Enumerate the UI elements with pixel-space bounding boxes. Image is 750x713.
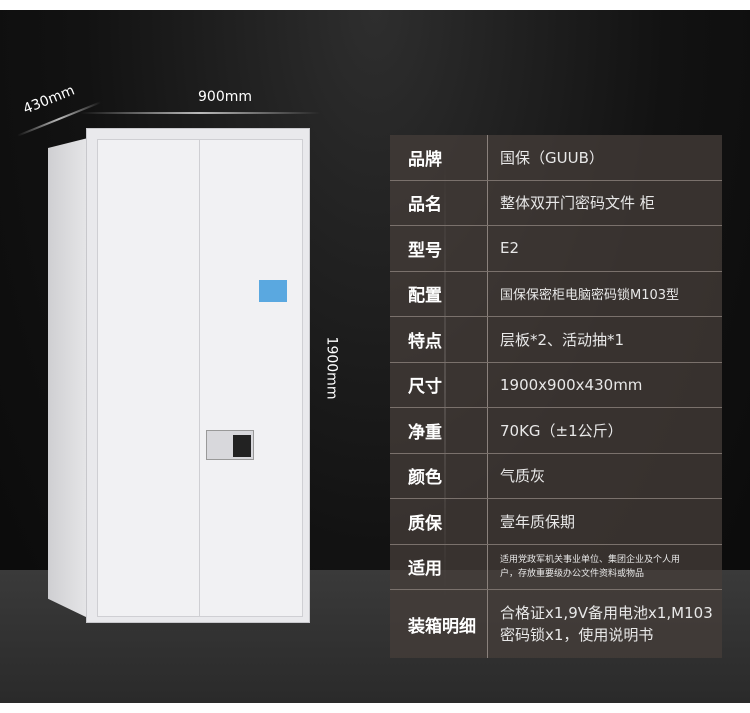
spec-label: 特点 xyxy=(390,317,488,362)
spec-row-name: 品名整体双开门密码文件 柜 xyxy=(390,180,722,226)
spec-label: 配置 xyxy=(390,271,488,316)
width-label: 900mm xyxy=(198,89,252,105)
spec-value: E2 xyxy=(500,239,520,258)
spec-row-features: 特点层板*2、活动抽*1 xyxy=(390,317,722,363)
spec-label: 尺寸 xyxy=(390,362,488,407)
spec-table: 品牌国保（GUUB） 品名整体双开门密码文件 柜 型号 E2 配置国保保密柜电脑密… xyxy=(390,135,722,658)
cabinet-image xyxy=(48,128,310,623)
spec-row-color: 颜色气质灰 xyxy=(390,453,722,499)
spec-value: 气质灰 xyxy=(500,467,546,486)
password-lock xyxy=(206,430,254,460)
spec-row-size: 尺寸 1900x900x430mm xyxy=(390,362,722,408)
spec-row-config: 配置国保保密柜电脑密码锁M103型 xyxy=(390,271,722,317)
spec-label: 适用 xyxy=(390,544,488,589)
spec-label: 品牌 xyxy=(390,135,488,180)
label-sticker xyxy=(259,280,287,302)
spec-value: 壹年质保期 xyxy=(500,512,576,531)
cabinet-front xyxy=(86,128,310,623)
width-line xyxy=(80,112,320,114)
spec-row-warranty: 质保壹年质保期 xyxy=(390,499,722,545)
spec-row-usage: 适用适用党政军机关事业单位、集团企业及个人用户，存放重要级办公文件资料或物品 xyxy=(390,544,722,590)
spec-row-model: 型号 E2 xyxy=(390,226,722,272)
keypad xyxy=(233,435,251,457)
spec-label: 颜色 xyxy=(390,453,488,498)
spec-label: 净重 xyxy=(390,408,488,453)
spec-row-brand: 品牌国保（GUUB） xyxy=(390,135,722,181)
cabinet-side xyxy=(48,138,88,618)
spec-label: 装箱明细 xyxy=(390,590,488,658)
spec-row-package: 装箱明细合格证x1,9V备用电池x1,M103密码锁x1，使用说明书 xyxy=(390,590,722,658)
spec-value: 层板*2、活动抽*1 xyxy=(500,330,625,349)
spec-value: 1900x900x430mm xyxy=(500,375,643,394)
height-label: 1900mm xyxy=(323,336,340,400)
left-door xyxy=(97,139,201,617)
spec-value: 国保保密柜电脑密码锁M103型 xyxy=(500,288,680,304)
right-door xyxy=(199,139,303,617)
spec-label: 质保 xyxy=(390,499,488,544)
spec-value: 适用党政军机关事业单位、集团企业及个人用户，存放重要级办公文件资料或物品 xyxy=(500,554,681,579)
spec-value: 国保（GUUB） xyxy=(500,148,604,167)
spec-label: 品名 xyxy=(390,180,488,225)
spec-value: 整体双开门密码文件 柜 xyxy=(500,194,655,213)
spec-value: 合格证x1,9V备用电池x1,M103密码锁x1，使用说明书 xyxy=(500,604,713,644)
spec-row-weight: 净重 70KG（±1公斤） xyxy=(390,408,722,454)
spec-value: 70KG（±1公斤） xyxy=(500,421,623,440)
spec-label: 型号 xyxy=(390,226,488,271)
